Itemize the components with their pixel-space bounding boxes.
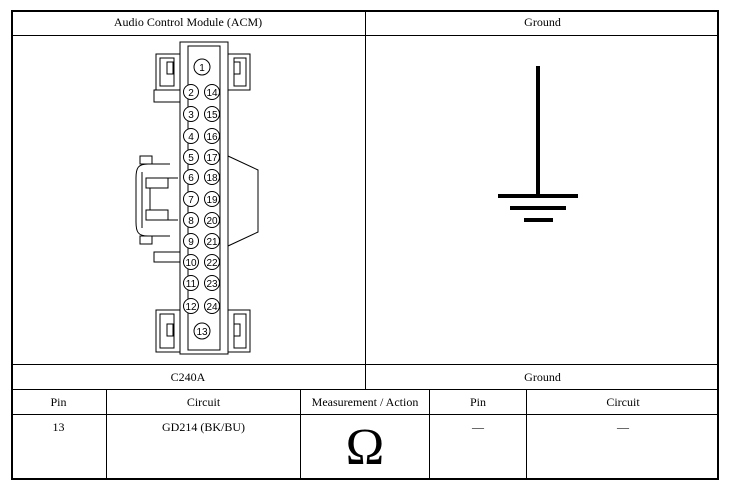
col-divider-3 <box>429 389 430 480</box>
pin-19-label: 19 <box>206 195 218 206</box>
header-pin: Pin <box>50 395 67 409</box>
header-circuit-2: Circuit <box>606 395 640 409</box>
pin-14-label: 14 <box>206 88 218 99</box>
center-divider <box>365 10 366 390</box>
row-pin: 13 <box>52 420 65 434</box>
header-circuit: Circuit <box>186 395 221 409</box>
module-title: Audio Control Module (ACM) <box>113 15 263 29</box>
ground-symbol-icon <box>498 66 578 222</box>
header-pin-2: Pin <box>469 395 486 409</box>
pin-5-label: 5 <box>188 153 194 164</box>
pin-21-label: 21 <box>206 237 218 248</box>
pin-9-label: 9 <box>188 237 194 248</box>
connector-label: C240A <box>170 370 206 384</box>
pin-12-label: 12 <box>185 302 197 313</box>
pin-8-label: 8 <box>188 216 194 227</box>
col-divider-1 <box>106 389 107 480</box>
pin-13-label: 13 <box>196 327 208 338</box>
pin-7-label: 7 <box>188 195 194 206</box>
pin-15-label: 15 <box>206 110 218 121</box>
pin-24-label: 24 <box>206 302 218 313</box>
row-circuit-2: — <box>617 420 629 434</box>
pin-11-label: 11 <box>186 279 197 290</box>
pin-10-label: 10 <box>185 258 197 269</box>
connector-diagram: 1 2 14 3 15 4 16 5 17 6 18 7 19 8 20 9 2… <box>135 41 259 355</box>
row-pin-2: — <box>472 420 484 434</box>
row-circuit: GD214 (BK/BU) <box>162 420 245 434</box>
ohm-symbol: Ω <box>345 419 385 476</box>
pin-20-label: 20 <box>206 216 218 227</box>
pin-16-label: 16 <box>206 132 218 143</box>
pin-4-label: 4 <box>188 132 194 143</box>
ground-label: Ground <box>524 370 561 384</box>
header-measurement: Measurement / Action <box>311 395 419 409</box>
pin-18-label: 18 <box>206 173 218 184</box>
table-header-divider <box>11 414 719 415</box>
ground-title: Ground <box>524 15 561 29</box>
pin-17-label: 17 <box>206 153 218 164</box>
col-divider-4 <box>526 389 527 480</box>
pin-6-label: 6 <box>188 173 194 184</box>
col-divider-2 <box>300 389 301 480</box>
pin-1-label: 1 <box>199 63 205 74</box>
pin-22-label: 22 <box>206 258 218 269</box>
pin-2-label: 2 <box>188 88 194 99</box>
pin-3-label: 3 <box>188 110 194 121</box>
pin-23-label: 23 <box>206 279 218 290</box>
